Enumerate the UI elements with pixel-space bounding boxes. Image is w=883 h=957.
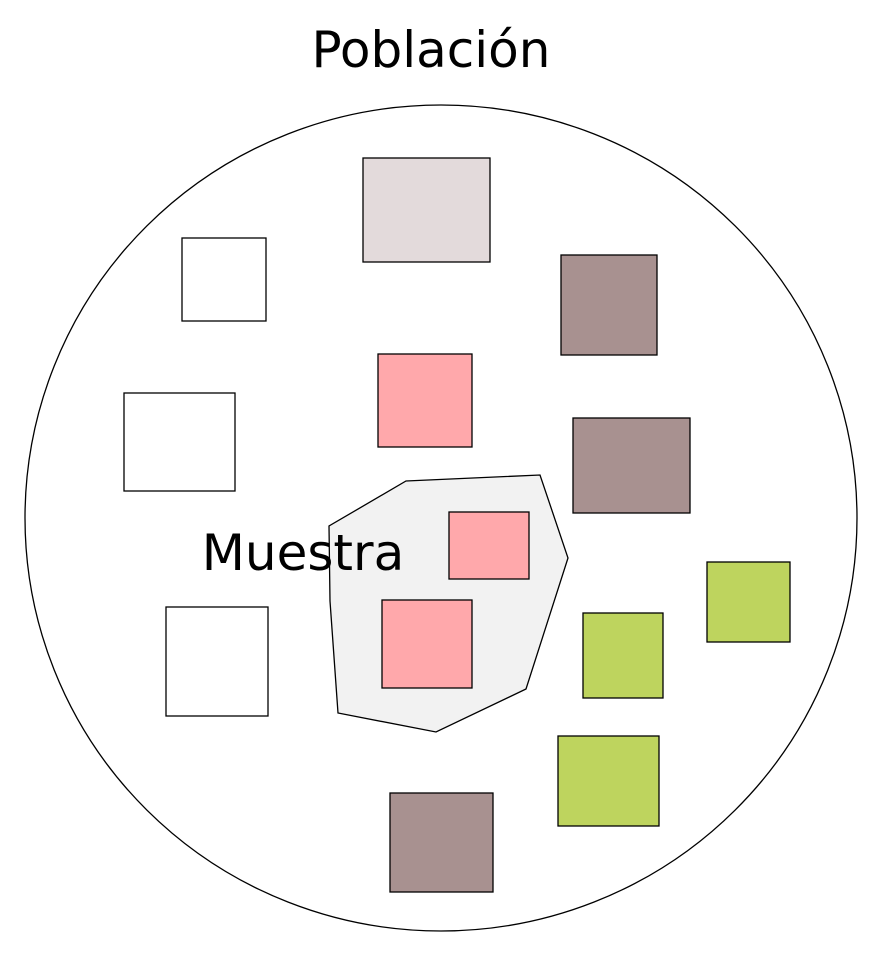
population-title: Población (312, 21, 551, 79)
population-square (377, 353, 473, 448)
sample-label: Muestra (202, 524, 404, 582)
population-square (560, 254, 658, 356)
population-square (557, 735, 660, 827)
sample-square (448, 511, 530, 580)
population-items (123, 157, 791, 893)
population-square (389, 792, 494, 893)
population-square (123, 392, 236, 492)
population-square (706, 561, 791, 643)
population-square (582, 612, 664, 699)
population-square (181, 237, 267, 322)
population-square (165, 606, 269, 717)
population-circle (24, 104, 858, 932)
sample-square (381, 599, 473, 689)
population-square (362, 157, 491, 263)
population-square (572, 417, 691, 514)
